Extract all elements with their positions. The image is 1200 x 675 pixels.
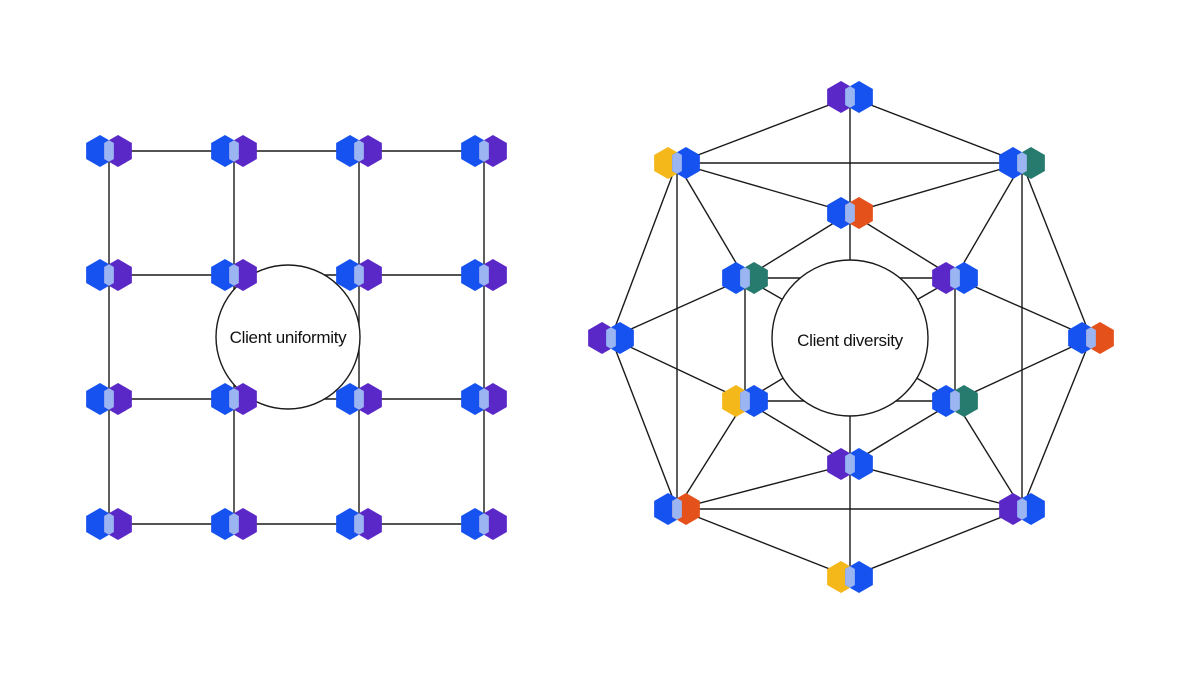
diversity-node-inner-top [827, 197, 873, 229]
diversity-node-inner-ul-overlap [740, 262, 750, 294]
edge-left-ll [610, 337, 678, 510]
uniformity-node-1-1 [211, 259, 257, 291]
uniformity-node-2-1-overlap [229, 383, 239, 415]
uniformity-node-0-1-overlap [229, 135, 239, 167]
edge-ur-right [1021, 162, 1092, 339]
edge-ur-inner-top [849, 162, 1023, 214]
uniformity-node-2-3-overlap [479, 383, 489, 415]
diversity-node-inner-lr-overlap [950, 385, 960, 417]
diversity-node-top-overlap [845, 81, 855, 113]
uniformity-node-1-2 [336, 259, 382, 291]
diversity-node-top [827, 81, 873, 113]
uniformity-node-3-0-overlap [104, 508, 114, 540]
edge-inner-ur-right [954, 277, 1092, 339]
uniformity-node-0-2-overlap [354, 135, 364, 167]
diversity-node-right-overlap [1086, 322, 1096, 354]
uniformity-node-2-2 [336, 383, 382, 415]
edge-inner-bottom-ll [676, 463, 851, 510]
uniformity-nodes [86, 135, 507, 540]
uniformity-label: Client uniformity [230, 328, 348, 347]
edge-lr-bottom [849, 508, 1023, 578]
uniformity-node-3-3-overlap [479, 508, 489, 540]
diversity-node-ll [654, 493, 700, 525]
edge-inner-ll-ll [676, 400, 746, 510]
diversity-node-ul [654, 147, 700, 179]
edge-left-inner-ll [610, 337, 746, 402]
diversity-node-inner-ur [932, 262, 978, 294]
edge-ur-inner-ur [954, 162, 1023, 279]
diversity-node-inner-top-overlap [845, 197, 855, 229]
diversity-node-right [1068, 322, 1114, 354]
uniformity-node-1-0-overlap [104, 259, 114, 291]
uniformity-node-0-1 [211, 135, 257, 167]
diversity-node-ur-overlap [1017, 147, 1027, 179]
diversity-circle [771, 259, 929, 417]
uniformity-node-2-2-overlap [354, 383, 364, 415]
uniformity-node-1-0 [86, 259, 132, 291]
diversity-node-lr-overlap [1017, 493, 1027, 525]
diversity-node-inner-bottom [827, 448, 873, 480]
edge-right-inner-lr [954, 337, 1092, 402]
uniformity-node-3-3 [461, 508, 507, 540]
uniformity-circle [215, 264, 361, 410]
uniformity-node-2-0-overlap [104, 383, 114, 415]
uniformity-node-2-1 [211, 383, 257, 415]
edge-top-ul [676, 96, 851, 164]
diversity-node-inner-ul [722, 262, 768, 294]
uniformity-node-3-0 [86, 508, 132, 540]
uniformity-node-0-0 [86, 135, 132, 167]
uniformity-node-1-3 [461, 259, 507, 291]
edge-ll-bottom [676, 508, 851, 578]
uniformity-node-3-2 [336, 508, 382, 540]
uniformity-node-3-1 [211, 508, 257, 540]
diversity-node-ul-overlap [672, 147, 682, 179]
uniformity-node-1-2-overlap [354, 259, 364, 291]
diversity-node-left-overlap [606, 322, 616, 354]
uniformity-node-1-3-overlap [479, 259, 489, 291]
uniformity-node-0-2 [336, 135, 382, 167]
diversity-node-ur [999, 147, 1045, 179]
uniformity-node-2-0 [86, 383, 132, 415]
edge-top-ur [849, 96, 1023, 164]
uniformity-node-0-3 [461, 135, 507, 167]
uniformity-node-3-1-overlap [229, 508, 239, 540]
edge-right-lr [1021, 337, 1092, 510]
uniformity-node-0-3-overlap [479, 135, 489, 167]
edge-inner-lr-lr [954, 400, 1023, 510]
edge-ul-left [610, 162, 678, 339]
diversity-label: Client diversity [797, 331, 904, 350]
uniformity-node-0-0-overlap [104, 135, 114, 167]
edge-ul-inner-top [676, 162, 851, 214]
edge-inner-ul-left [610, 277, 746, 339]
diversity-node-ll-overlap [672, 493, 682, 525]
diversity-node-inner-ll [722, 385, 768, 417]
edge-ul-inner-ul [676, 162, 746, 279]
uniformity-node-3-2-overlap [354, 508, 364, 540]
uniformity-node-1-1-overlap [229, 259, 239, 291]
uniformity-node-2-3 [461, 383, 507, 415]
diversity-node-inner-lr [932, 385, 978, 417]
diversity-nodes [588, 81, 1114, 593]
diversity-node-inner-ur-overlap [950, 262, 960, 294]
diversity-node-inner-bottom-overlap [845, 448, 855, 480]
edge-inner-bottom-lr [849, 463, 1023, 510]
diversity-node-inner-ll-overlap [740, 385, 750, 417]
diversity-node-lr [999, 493, 1045, 525]
diversity-node-left [588, 322, 634, 354]
diversity-node-bottom [827, 561, 873, 593]
diversity-node-bottom-overlap [845, 561, 855, 593]
